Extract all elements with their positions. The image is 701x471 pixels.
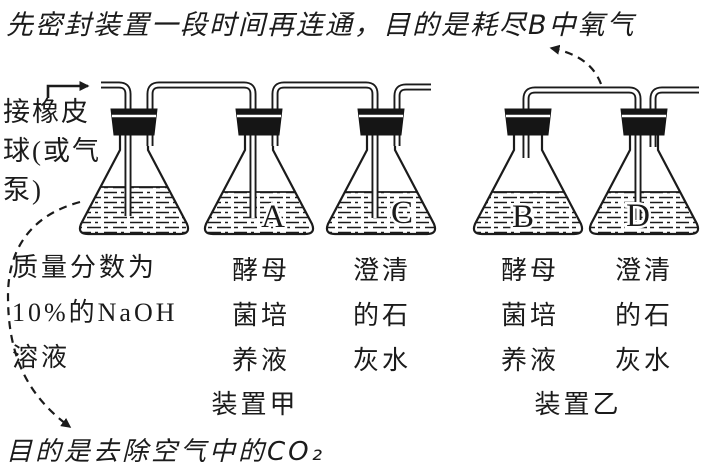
- flask-a-contents: 酵母 菌培 养液: [222, 248, 300, 383]
- device-jia-label: 装置甲: [211, 390, 299, 419]
- contents-line: 澄清: [614, 256, 673, 285]
- contents-line: 澄清: [352, 256, 411, 285]
- contents-line: 酵母: [500, 256, 559, 285]
- glass-tubing: [101, 81, 699, 220]
- contents-line: 溶液: [12, 343, 71, 372]
- flask-d-contents: 澄清 的石 灰水: [605, 248, 683, 383]
- rubber-stoppers: [110, 108, 668, 136]
- inlet-pointer-arrow-icon: [46, 81, 90, 98]
- flask-c-contents: 澄清 的石 灰水: [343, 248, 421, 383]
- contents-line: 酵母: [231, 256, 290, 285]
- seal-purpose-dashed-arrow-icon: [549, 44, 603, 85]
- device-yi-label: 装置乙: [534, 390, 622, 419]
- flask-b: [472, 135, 584, 236]
- contents-line: 灰水: [352, 346, 411, 375]
- flask-a: [203, 135, 315, 236]
- flask-b-letter: B: [512, 199, 534, 235]
- inlet-label-line: 接橡皮: [3, 97, 90, 127]
- bottom-annotation: 目的是去除空气中的CO₂: [6, 437, 326, 467]
- contents-line: 灰水: [614, 346, 673, 375]
- flask-c: [325, 135, 437, 236]
- flask-a-letter: A: [261, 199, 285, 235]
- flask-naoh-contents: 质量分数为 10%的NaOH 溶液: [12, 245, 178, 380]
- naoh-purpose-dashed-arrow-icon: [6, 200, 81, 428]
- top-annotation: 先密封装置一段时间再连通，目的是耗尽B中氧气: [6, 10, 636, 41]
- flask-b-contents: 酵母 菌培 养液: [491, 248, 569, 383]
- contents-line: 养液: [500, 346, 559, 375]
- flask-d-letter: D: [626, 198, 650, 234]
- contents-line: 10%的NaOH: [12, 298, 178, 327]
- flask-naoh: [78, 135, 190, 236]
- contents-line: 的石: [352, 301, 411, 330]
- contents-line: 质量分数为: [12, 253, 158, 282]
- inlet-label: 接橡皮 球(或气 泵): [3, 93, 109, 210]
- contents-line: 菌培: [231, 301, 290, 330]
- contents-line: 养液: [231, 346, 290, 375]
- flask-c-letter: C: [391, 195, 413, 231]
- inlet-label-line: 球(或气: [3, 136, 101, 166]
- contents-line: 的石: [614, 301, 673, 330]
- inlet-label-line: 泵): [3, 175, 43, 205]
- contents-line: 菌培: [500, 301, 559, 330]
- flask-d: [588, 135, 700, 236]
